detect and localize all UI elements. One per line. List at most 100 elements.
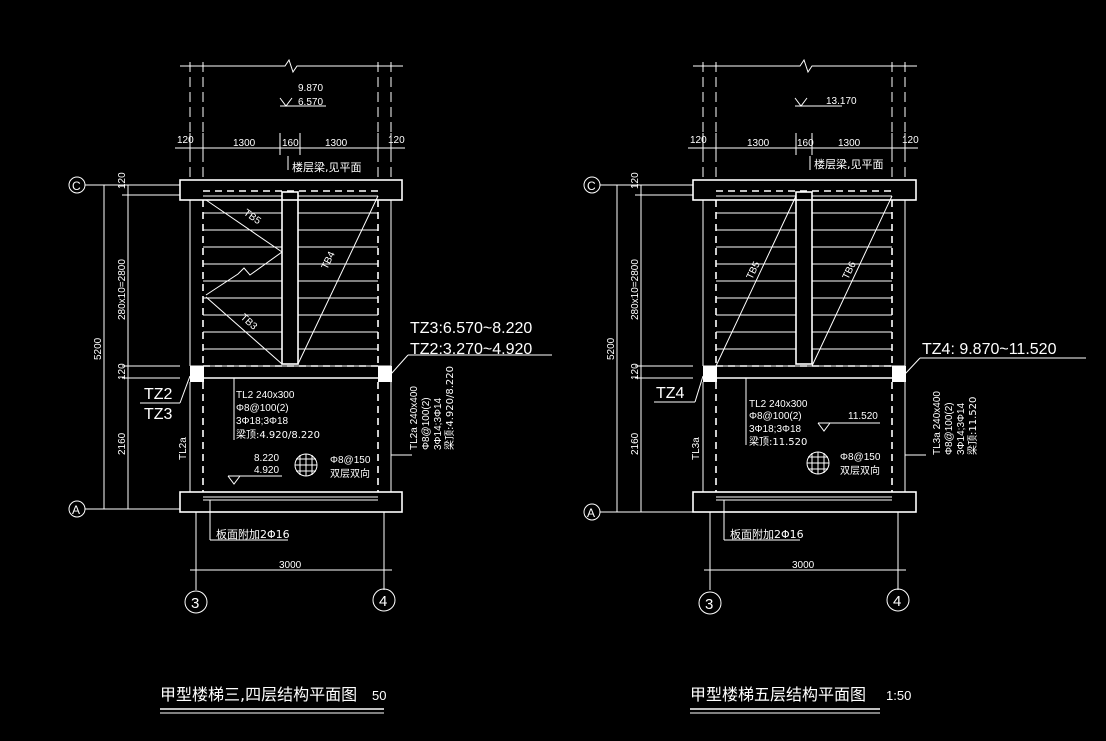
elevation-marker [817,422,831,432]
flight-diagonal [205,199,283,253]
leader-line [179,375,191,404]
elevation-marker [279,97,293,107]
flight-label: TB5 [241,207,263,227]
flight-diagonal [297,195,379,365]
flight-diagonal [811,195,893,367]
flight-break [205,251,283,296]
floor-beam [179,179,403,201]
floor-beam [692,491,917,513]
leader-line [904,357,921,375]
elevation-label: 11.520 [848,411,878,422]
axis-label: 3 [705,596,713,613]
dim-text: 120 [177,135,194,146]
beam-spec: TL3a 240x400 [932,391,943,455]
column-label: TZ4 [656,385,685,402]
column-label: TZ4: 9.870~11.520 [922,341,1057,358]
beam-note: 楼层梁,见平面 [814,157,884,171]
beam-spec: TL2a 240x400 [409,386,420,450]
elevation-label: 8.220 [254,453,279,464]
dim-text: 3000 [279,560,302,571]
axis-label: A [72,503,80,517]
elevation-label: 4.920 [254,465,279,476]
dim-text: 5200 [93,337,104,360]
beam-spec: Φ8@100(2) [421,397,432,450]
axis-label: 3 [191,595,199,612]
axis-label: A [587,506,595,520]
dim-text: 120 [690,135,707,146]
flight-diagonal [715,195,797,367]
slab-rebar: Φ8@150 [330,455,371,466]
stair-treads [716,195,892,367]
flight-diagonal [205,296,283,365]
column-tz [703,366,717,382]
dim-text: 120 [630,363,641,380]
flight-label: TB4 [320,250,338,272]
slab-rebar-symbol [806,451,830,475]
axis-label: 4 [893,593,901,610]
beam-spec: Φ8@100(2) [236,403,289,414]
beam-spec: 梁顶:11.520 [749,435,807,448]
floor-beam [179,491,403,513]
elevation-label: 13.170 [826,96,857,107]
floor-beam [692,179,917,201]
slab-rebar: Φ8@150 [840,452,881,463]
dim-text: 120 [117,363,128,380]
column-label: TZ3 [144,406,173,423]
column-label: TZ2:3.270~4.920 [410,341,532,358]
flight-label: TB5 [745,260,763,282]
drawing-scale: 50 [372,688,386,703]
left-stair-plan: 9.870 6.570 120 1300 160 1300 120 楼层梁,见平… [68,58,552,714]
beam-spec: 3Φ14;3Φ14 [956,402,967,455]
slab-note: 双层双向 [330,467,370,480]
dim-text: 160 [797,138,814,149]
axis-bubble-4 [372,588,396,612]
slab-add-note: 板面附加2Φ16 [730,527,804,541]
axis-label: 4 [379,593,387,610]
beam-spec: 梁顶:4.920/8.220 [236,428,320,441]
dim-text: 1300 [838,138,861,149]
dim-text: 2160 [117,432,128,455]
beam-spec: 3Φ18;3Φ18 [749,424,802,435]
beam-spec: Φ8@100(2) [749,411,802,422]
dim-text: 280x10=2800 [630,259,641,320]
beam-spec: 梁顶:11.520 [966,397,979,455]
beam-spec: TL2 240x300 [749,399,808,410]
beam-label: TL2a [178,437,189,460]
slab-add-note: 板面附加2Φ16 [216,527,290,541]
drawing-scale: 1:50 [886,688,911,703]
dim-text: 5200 [606,337,617,360]
beam-note: 楼层梁,见平面 [292,160,362,174]
dim-text: 120 [388,135,405,146]
dim-text: 1300 [233,138,256,149]
drawing-title: 甲型楼梯三,四层结构平面图 [160,685,357,704]
elevation-marker [227,475,241,485]
elevation-marker [794,97,808,107]
column-tz [892,366,906,382]
beam-spec: Φ8@100(2) [944,402,955,455]
dim-text: 2160 [630,432,641,455]
stair-treads [203,195,378,367]
column-label: TZ3:6.570~8.220 [410,320,532,337]
leader-line [694,375,704,403]
dim-text: 1300 [325,138,348,149]
axis-bubble-3 [698,591,722,615]
break-line [180,58,403,74]
beam-label: TL3a [691,437,702,460]
column-tz [378,366,392,382]
axis-label: C [72,179,81,193]
leader-line [390,354,409,375]
slab-note: 双层双向 [840,464,880,477]
dim-text: 120 [117,172,128,189]
right-stair-plan: 13.170 120 1300 160 1300 120 楼层梁,见平面 C A… [583,58,1086,714]
beam-spec: 梁顶:4.920/8.220 [443,366,456,450]
stair-well [795,191,813,365]
dim-text: 1300 [747,138,770,149]
axis-bubble-3 [184,590,208,614]
dim-text: 160 [282,138,299,149]
slab-rebar-symbol [294,453,318,477]
column-tz [190,366,204,382]
dim-text: 120 [630,172,641,189]
elevation-label: 9.870 [298,83,323,94]
